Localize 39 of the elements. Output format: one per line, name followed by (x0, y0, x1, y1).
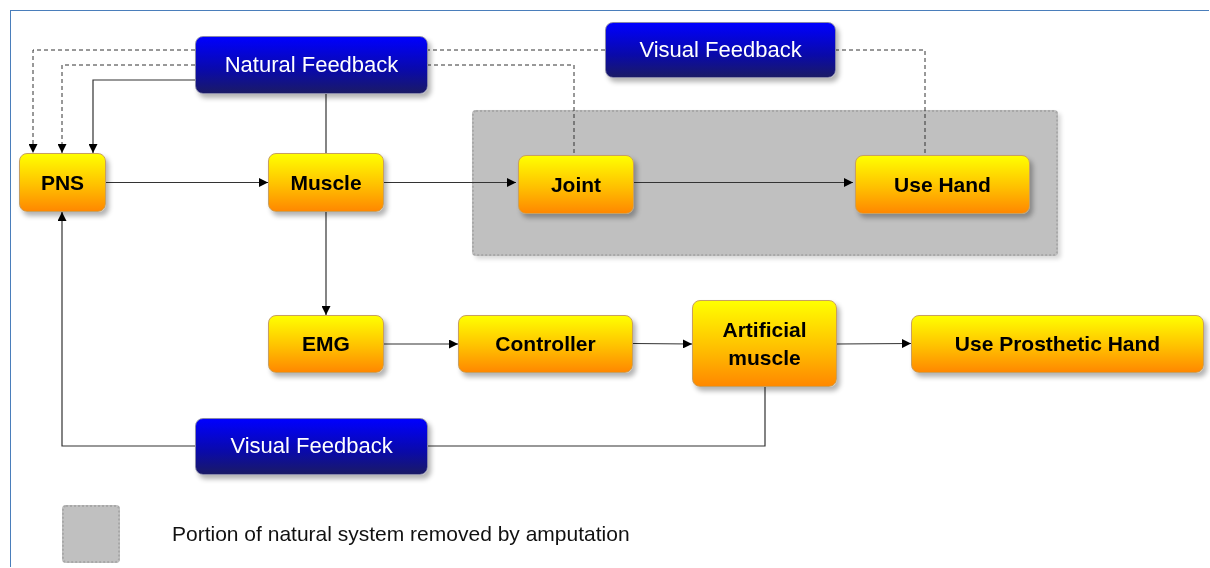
node-label: Use Hand (893, 171, 992, 198)
arrow (383, 178, 517, 187)
node-label: Natural Feedback (223, 50, 400, 79)
node-label: Controller (494, 331, 597, 358)
node-label: EMG (301, 331, 351, 358)
arrow (836, 339, 912, 349)
amputation-region (472, 110, 1058, 256)
process-box (458, 315, 633, 373)
connector-line (835, 49, 926, 154)
connector-line (325, 93, 327, 154)
process-box (19, 153, 106, 212)
node-label: Visual Feedback (229, 432, 394, 461)
arrow (321, 211, 331, 316)
feedback-box (195, 418, 428, 475)
process-box (692, 300, 837, 387)
arrow (632, 339, 693, 349)
arrow (383, 339, 459, 349)
arrow (105, 178, 269, 187)
node-label: PNS (39, 169, 86, 196)
process-box (268, 153, 384, 212)
node-label: Joint (549, 171, 603, 198)
arrow (88, 79, 196, 154)
process-box (911, 315, 1204, 373)
arrow (57, 211, 196, 447)
node-label: Artificial muscle (721, 317, 808, 371)
node-label: Visual Feedback (638, 35, 803, 64)
legend-label: Portion of natural system removed by amputation (172, 522, 630, 546)
connector-line (427, 64, 575, 154)
process-box (268, 315, 384, 373)
connector-line (427, 49, 606, 51)
connector-line (427, 386, 766, 447)
arrow (57, 64, 196, 154)
node-label: Use Prosthetic Hand (953, 331, 1162, 358)
process-box (518, 155, 634, 214)
process-box (855, 155, 1030, 214)
feedback-box (195, 36, 428, 94)
arrow (28, 49, 196, 154)
node-label: Muscle (289, 169, 363, 196)
feedback-box (605, 22, 836, 78)
